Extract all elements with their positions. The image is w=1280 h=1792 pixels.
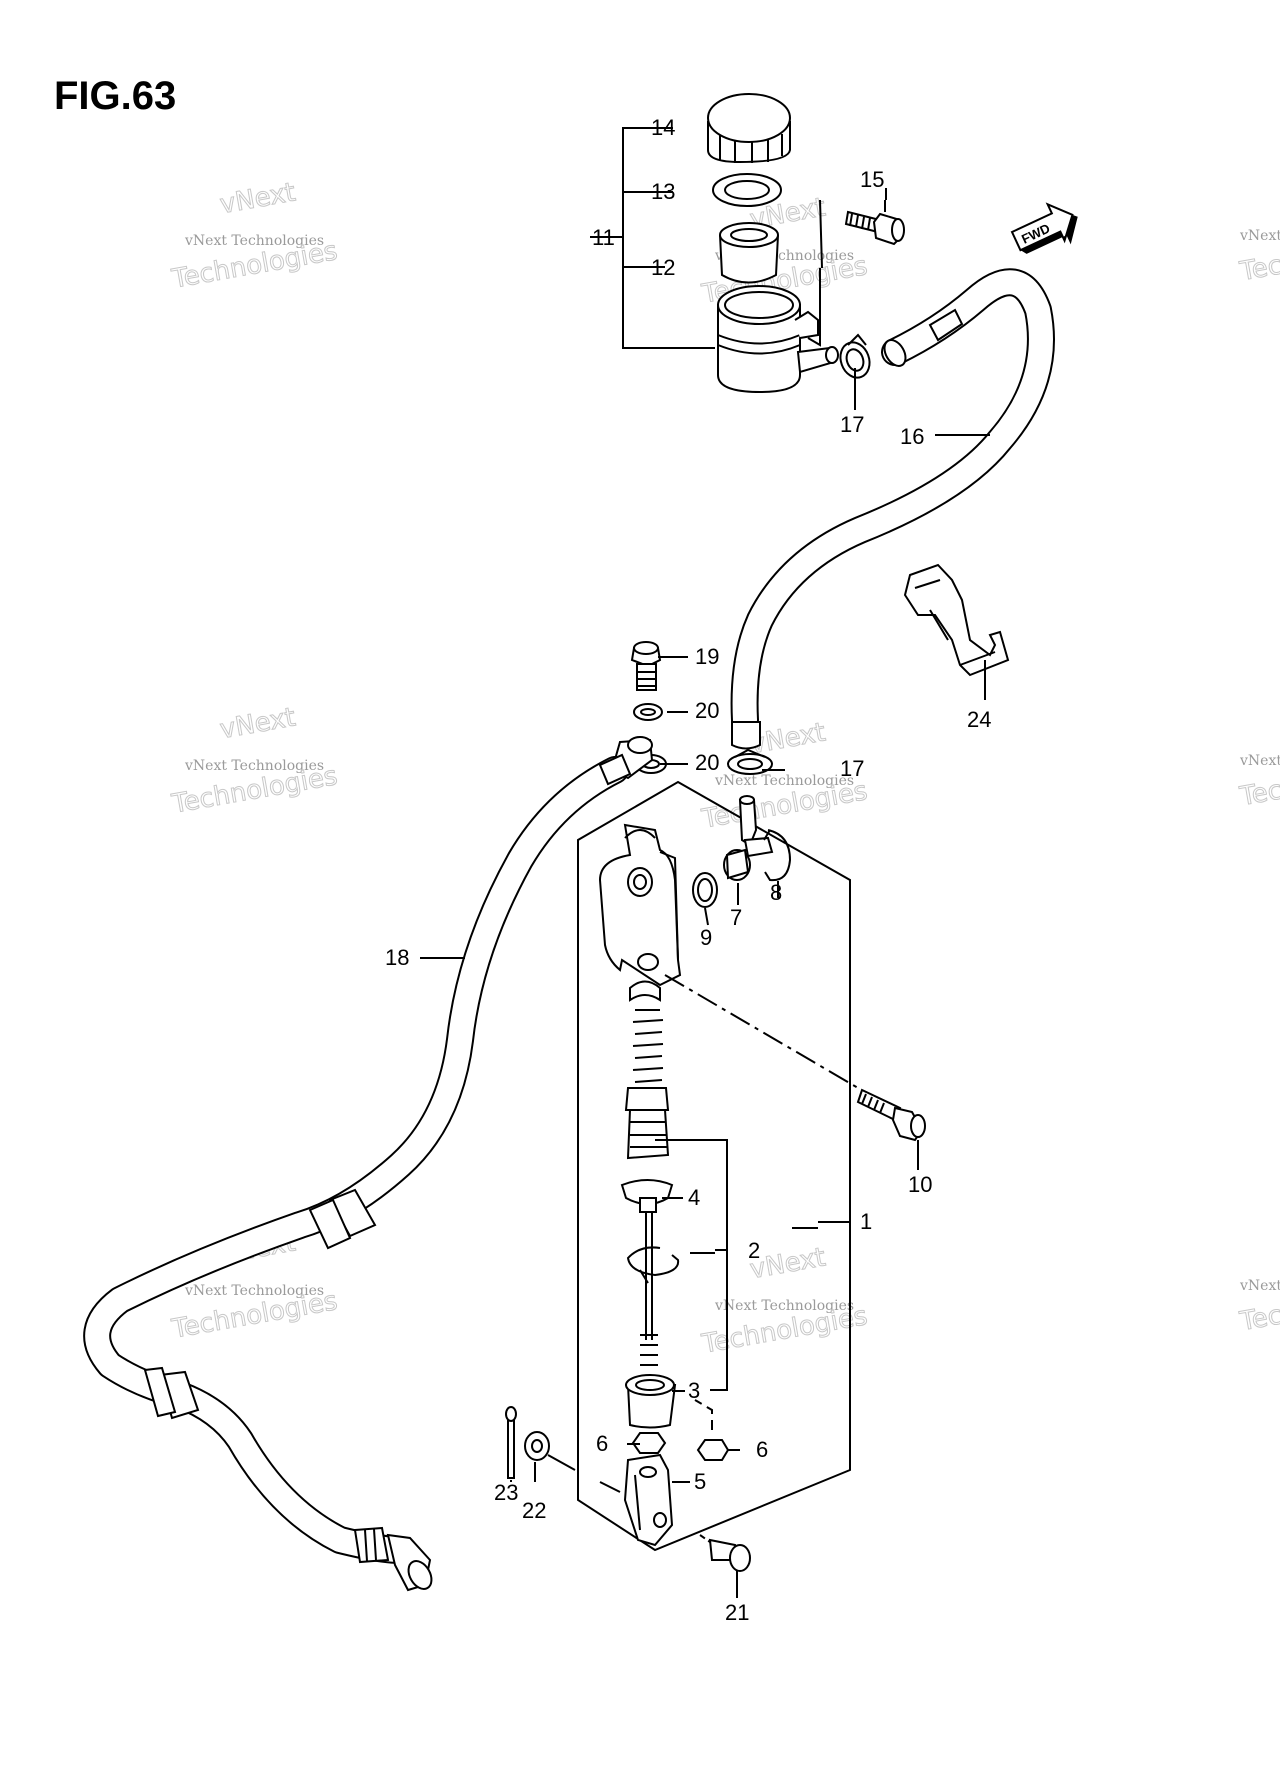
callout-23: 23 [494, 1480, 518, 1505]
callout-2: 2 [748, 1238, 760, 1263]
watermark-edge-1: vNext Technologies Technologies [1237, 228, 1280, 288]
watermark-small: vNext Technologies [714, 773, 854, 789]
watermark-top: vNext [218, 702, 298, 745]
callout-3: 3 [688, 1378, 700, 1403]
lock-nut-right [696, 1439, 730, 1461]
o-ring [692, 872, 718, 908]
kit-outline [577, 780, 851, 1552]
fwd-arrow-icon: FWD [1010, 202, 1078, 254]
hose-connector [738, 795, 774, 858]
callout-13: 13 [651, 179, 675, 204]
nut-leader [694, 1399, 713, 1430]
callout-12: 12 [651, 255, 675, 280]
callout-1: 1 [860, 1209, 872, 1234]
callout-19: 19 [695, 644, 719, 669]
callout-14: 14 [651, 115, 675, 140]
figure-title: FIG.63 [54, 74, 177, 118]
callout-20-lower: 20 [695, 750, 719, 775]
circlip-connector [763, 829, 792, 882]
watermark-small: vNext Technologies [184, 758, 324, 774]
callout-22: 22 [522, 1498, 546, 1523]
washer-upper-hole [640, 708, 656, 716]
piston-assembly [620, 1087, 680, 1429]
reservoir-cap [707, 93, 791, 164]
union-bolt [630, 641, 662, 691]
master-cylinder-body [598, 823, 682, 987]
hose-clamp-lower [727, 748, 773, 775]
watermark-small: vNext Technologies [184, 1283, 324, 1299]
callout-18: 18 [385, 945, 409, 970]
mounting-bolt [664, 974, 926, 1142]
watermark-small: vNext Technologies [714, 1298, 854, 1314]
callout-11: 11 [592, 225, 615, 250]
callout-8: 8 [770, 880, 782, 905]
pin-leader [547, 1454, 621, 1493]
reservoir-plate [712, 173, 782, 207]
callout-20-upper: 20 [695, 698, 719, 723]
watermark-small: vNext Technologies [1239, 228, 1280, 244]
callout-21: 21 [725, 1600, 749, 1625]
bracket-15 [807, 199, 823, 347]
watermark-3: vNext vNext Technologies Technologies [169, 702, 341, 820]
callout-24: 24 [967, 707, 991, 732]
watermark-edge-3: vNext Technologies Technologies [1237, 1278, 1280, 1338]
watermark-edge-2: vNext Technologies Technologies [1237, 753, 1280, 813]
callout-15: 15 [860, 167, 884, 192]
callout-9: 9 [700, 925, 712, 950]
hose-clamp-top [839, 333, 871, 379]
callout-6-right: 6 [756, 1437, 768, 1462]
reservoir-diaphragm [719, 222, 779, 284]
callout-17-top: 17 [840, 412, 864, 437]
callouts: 14 13 11 12 15 17 16 24 19 20 20 17 8 7 … [385, 115, 991, 1625]
cotter-pin [505, 1406, 517, 1479]
watermark-small: vNext Technologies [1239, 753, 1280, 769]
spring [629, 980, 664, 1083]
reservoir-assembly [590, 93, 839, 394]
leader-lines [420, 188, 990, 1598]
watermark-small: vNext Technologies [1239, 1278, 1280, 1294]
callout-10: 10 [908, 1172, 932, 1197]
joint-pin [699, 1534, 751, 1572]
reservoir-hose [730, 268, 1055, 750]
bracket-11 [590, 127, 715, 349]
callout-4: 4 [688, 1185, 700, 1210]
connector-o-ring [723, 848, 751, 881]
watermark-1: vNext vNext Technologies Technologies [169, 177, 341, 295]
watermark-6: vNext vNext Technologies Technologies [699, 1242, 871, 1360]
push-rod-clevis [623, 1453, 674, 1547]
reservoir-body [717, 285, 839, 394]
callout-7: 7 [730, 905, 742, 930]
callout-5: 5 [694, 1469, 706, 1494]
callout-17-lower: 17 [840, 756, 864, 781]
callout-6-left: 6 [596, 1431, 608, 1456]
reservoir-bolt [844, 200, 905, 246]
pin-washer-hole [531, 1439, 543, 1453]
watermark-top: vNext [218, 177, 298, 220]
callout-16: 16 [900, 424, 924, 449]
brake-hose [83, 736, 654, 1592]
watermark-small: vNext Technologies [184, 233, 324, 249]
hose-holder-clamp [903, 563, 1010, 677]
